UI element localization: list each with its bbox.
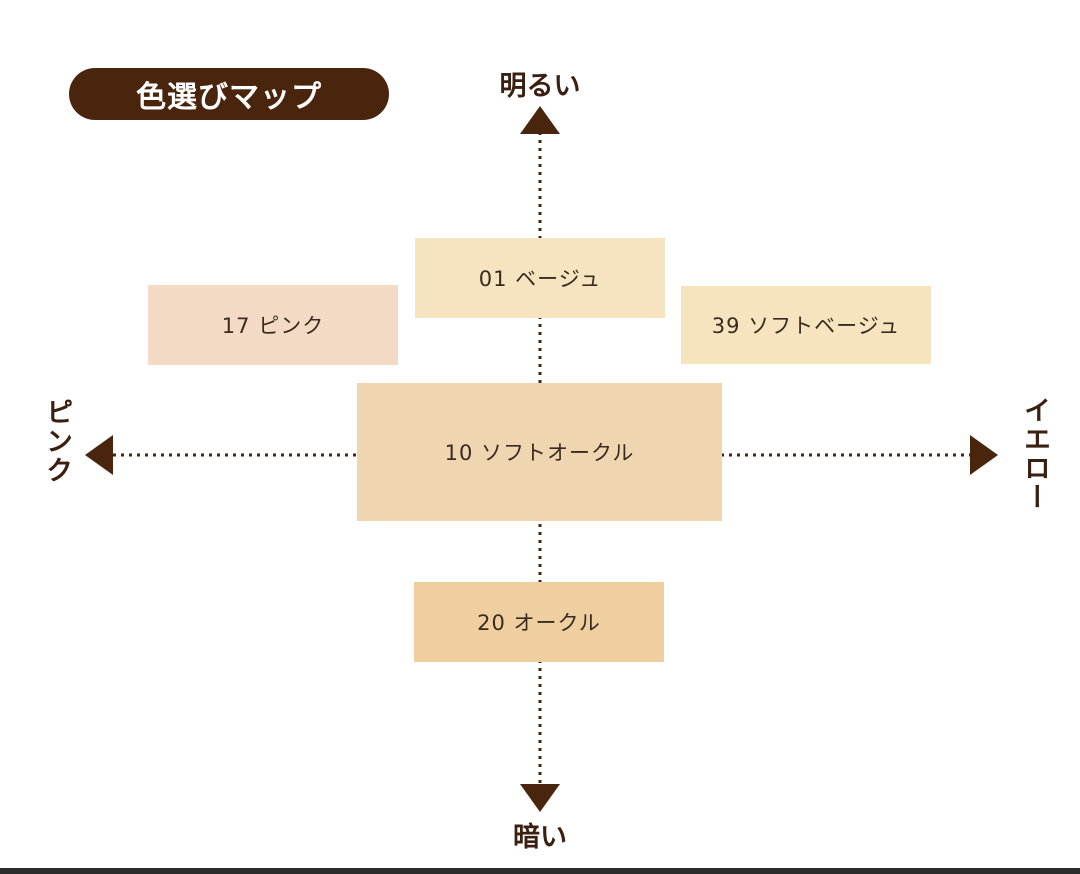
axis-label-right: イエロー bbox=[1019, 396, 1050, 512]
arrow-left-icon bbox=[85, 435, 113, 475]
shade-label: 39 ソフトベージュ bbox=[711, 314, 901, 338]
shade-label: 20 オークル bbox=[477, 611, 601, 635]
shade-box-01: 01 ベージュ bbox=[415, 238, 665, 318]
arrow-right-icon bbox=[970, 435, 998, 475]
shade-label: 10 ソフトオークル bbox=[444, 441, 635, 465]
shade-box-10: 10 ソフトオークル bbox=[357, 383, 722, 521]
bottom-divider bbox=[0, 868, 1080, 874]
shade-label: 17 ピンク bbox=[221, 314, 325, 338]
axis-label-left: ピンク bbox=[41, 398, 72, 485]
shade-box-20: 20 オークル bbox=[414, 582, 664, 662]
shade-label: 01 ベージュ bbox=[478, 267, 602, 291]
axis-label-top: 明るい bbox=[499, 71, 581, 102]
arrow-up-icon bbox=[520, 106, 560, 134]
axis-label-bottom: 暗い bbox=[513, 822, 567, 853]
map-title: 色選びマップ bbox=[69, 68, 389, 120]
arrow-down-icon bbox=[520, 784, 560, 812]
shade-box-17: 17 ピンク bbox=[148, 285, 398, 365]
shade-box-39: 39 ソフトベージュ bbox=[681, 286, 931, 364]
